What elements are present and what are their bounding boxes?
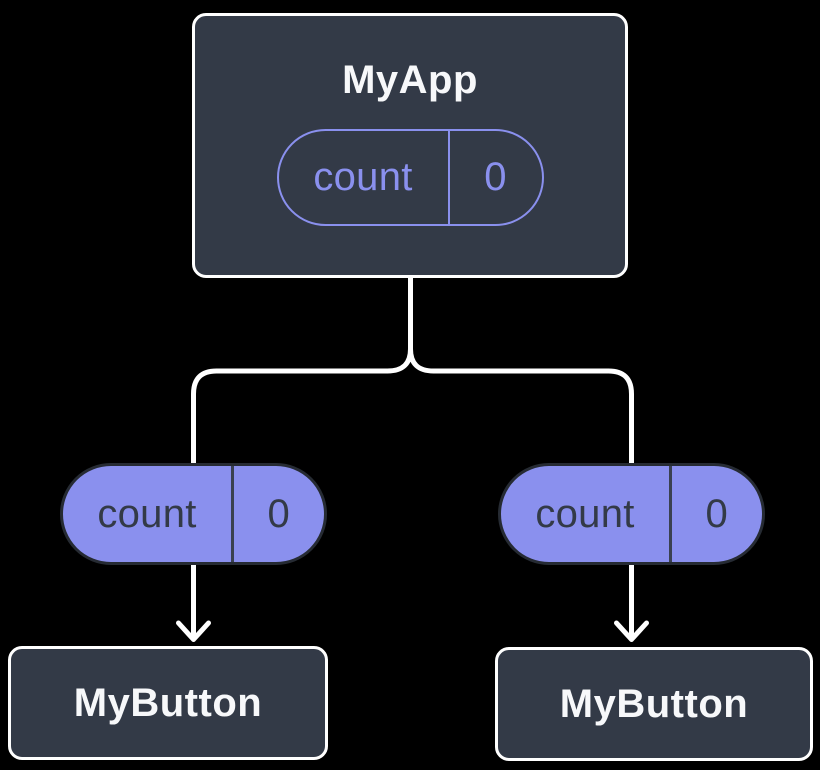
prop-value: 0 bbox=[705, 491, 729, 536]
prop-pill-left: count 0 bbox=[60, 463, 327, 565]
left-branch-connector bbox=[191, 275, 413, 637]
prop-name: count bbox=[535, 491, 635, 536]
state-name: count bbox=[313, 155, 413, 199]
myapp-node: MyApp count 0 bbox=[192, 13, 628, 278]
mybutton-node-label: MyButton bbox=[73, 681, 263, 725]
mybutton-node-label: MyButton bbox=[559, 682, 749, 726]
mybutton-node-right: MyButton bbox=[495, 647, 813, 761]
prop-pill-right: count 0 bbox=[498, 463, 765, 565]
right-arrowhead-down-icon bbox=[614, 620, 649, 642]
pill-divider bbox=[669, 466, 672, 562]
prop-name: count bbox=[97, 491, 197, 536]
state-pill: count 0 bbox=[276, 129, 544, 226]
state-value: 0 bbox=[484, 155, 507, 199]
pill-divider bbox=[231, 466, 234, 562]
pill-divider bbox=[447, 131, 450, 224]
prop-value: 0 bbox=[267, 491, 291, 536]
myapp-node-label: MyApp bbox=[342, 58, 478, 102]
right-branch-connector bbox=[408, 275, 634, 637]
mybutton-node-left: MyButton bbox=[8, 646, 328, 760]
left-arrowhead-down-icon bbox=[176, 620, 211, 642]
